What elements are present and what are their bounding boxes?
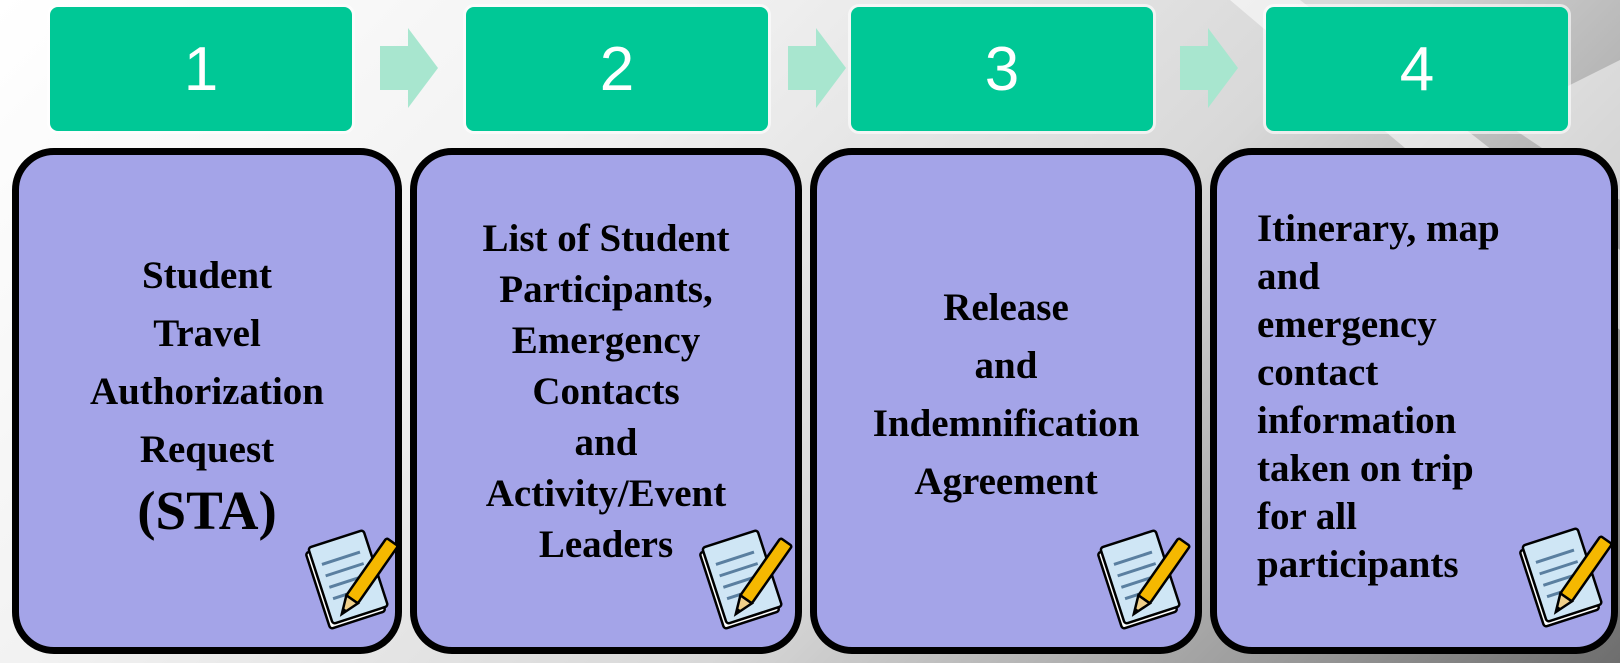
- card-line: contact: [1257, 351, 1379, 394]
- step-3-number-box: 3: [851, 7, 1153, 131]
- step-4-text: Itinerary, map and emergency contact inf…: [1257, 205, 1611, 589]
- card-line: Authorization: [90, 370, 324, 413]
- step-3-text: Release and Indemnification Agreement: [817, 279, 1195, 511]
- card-line: Request: [139, 428, 275, 471]
- card-line: Release: [943, 286, 1069, 329]
- card-line: (STA): [137, 480, 277, 541]
- card-line: Participants,: [499, 268, 713, 311]
- step-1-text: Student Travel Authorization Request (ST…: [19, 247, 395, 543]
- step-1-card: Student Travel Authorization Request (ST…: [12, 148, 402, 654]
- document-pencil-icon: [699, 529, 793, 630]
- card-line: taken on trip: [1257, 447, 1474, 490]
- step-3-card: Release and Indemnification Agreement: [810, 148, 1202, 654]
- document-pencil-icon: [305, 529, 399, 630]
- step-2-number-box: 2: [466, 7, 768, 131]
- card-line: emergency: [1257, 303, 1437, 346]
- card-line: Contacts: [532, 370, 680, 413]
- step-1-number: 1: [183, 34, 219, 104]
- card-line: Agreement: [914, 460, 1098, 503]
- document-pencil-icon: [1097, 529, 1191, 630]
- card-line: participants: [1257, 543, 1459, 586]
- step-4-number-box: 4: [1266, 7, 1568, 131]
- card-line: Emergency: [511, 319, 701, 362]
- card-line: Leaders: [538, 523, 674, 566]
- card-line: Indemnification: [872, 402, 1140, 445]
- step-2-text: List of Student Participants, Emergency …: [417, 213, 795, 570]
- card-line: Travel: [153, 312, 261, 355]
- step-3-number: 3: [984, 34, 1020, 104]
- chevron-arrow-icon: [788, 28, 846, 108]
- card-line: Student: [141, 254, 273, 297]
- card-line: for all: [1257, 495, 1358, 538]
- card-line: Itinerary, map: [1257, 207, 1500, 250]
- step-2-number: 2: [599, 34, 635, 104]
- document-pencil-icon: [1519, 527, 1613, 628]
- step-4-card: Itinerary, map and emergency contact inf…: [1210, 148, 1618, 654]
- step-2-card: List of Student Participants, Emergency …: [410, 148, 802, 654]
- step-4-number: 4: [1399, 34, 1435, 104]
- card-line: and: [1257, 255, 1320, 298]
- chevron-arrow-icon: [380, 28, 438, 108]
- card-line: and: [574, 421, 638, 464]
- card-line: and: [974, 344, 1038, 387]
- card-line: Activity/Event: [485, 472, 727, 515]
- card-line: List of Student: [482, 217, 730, 260]
- step-1-number-box: 1: [50, 7, 352, 131]
- chevron-arrow-icon: [1180, 28, 1238, 108]
- card-line: information: [1257, 399, 1457, 442]
